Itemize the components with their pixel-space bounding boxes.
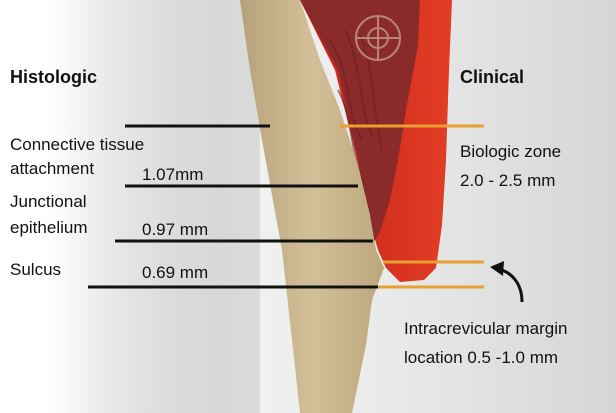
connective-tissue-value: 1.07mm [142, 166, 203, 183]
histologic-heading: Histologic [10, 68, 97, 86]
sulcus-label: Sulcus [10, 261, 61, 278]
blood-vessel-texture [356, 16, 400, 60]
connective-tissue-label-line2: attachment [10, 160, 94, 177]
junctional-epithelium-label-line2: epithelium [10, 219, 88, 236]
intracrevicular-margin-label-line1: Intracrevicular margin [404, 320, 567, 337]
clinical-heading: Clinical [460, 68, 524, 86]
junctional-epithelium-value: 0.97 mm [142, 221, 208, 238]
junctional-epithelium-label-line1: Junctional [10, 193, 87, 210]
biologic-zone-label: Biologic zone [460, 143, 561, 160]
connective-tissue-label-line1: Connective tissue [10, 136, 144, 153]
intracrevicular-margin-label-line2: location 0.5 -1.0 mm [404, 349, 558, 366]
biologic-zone-value: 2.0 - 2.5 mm [460, 172, 555, 189]
sulcus-value: 0.69 mm [142, 264, 208, 281]
